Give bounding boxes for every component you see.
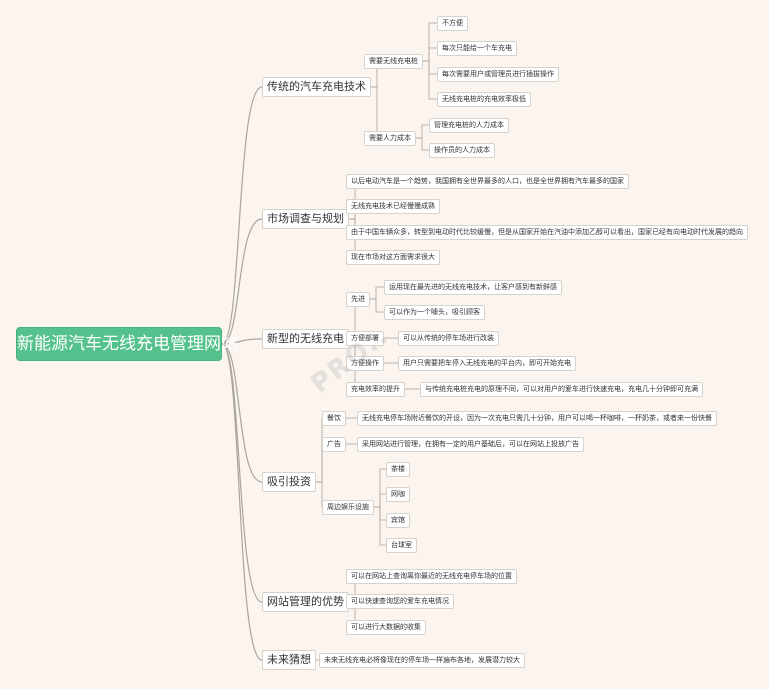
subnode-2-1[interactable]: 以后电动汽车是一个趋势，我国拥有全世界最多的人口，也是全世界拥有汽车最多的国家: [346, 173, 629, 189]
branch-node-2[interactable]: 市场调查与规划: [262, 209, 349, 229]
leaf-4-1-1[interactable]: 无线充电停车场附近餐饮的开设，因为一次充电只需几十分钟，用户可以喝一杯咖啡，一杯…: [357, 410, 717, 426]
subnode-5-1[interactable]: 可以在网站上查询离你最近的无线充电停车场的位置: [346, 568, 517, 584]
leaf-3-1-2[interactable]: 可以作为一个噱头，吸引顾客: [384, 304, 485, 320]
subnode-2-2[interactable]: 无线充电技术已经慢慢成熟: [346, 198, 440, 214]
subnode-3-2[interactable]: 方便部署: [346, 330, 384, 346]
connector-4-3-4: [374, 506, 386, 546]
connector-1-1-3: [423, 60, 437, 75]
leaf-4-3-2[interactable]: 网咖: [386, 486, 410, 502]
connector-1-1-2: [423, 47, 437, 62]
subnode-2-3[interactable]: 由于中国车辆众多，转型到电动时代比较缓慢，但是从国家开始在汽油中添加乙醇可以看出…: [346, 224, 748, 240]
connector-1-2-2: [416, 137, 429, 151]
leaf-4-3-3[interactable]: 宾馆: [386, 512, 410, 528]
leaf-1-1-1[interactable]: 不方便: [437, 15, 468, 31]
root-connector-5: [221, 343, 263, 603]
subnode-3-1[interactable]: 先进: [346, 291, 370, 307]
leaf-1-2-2[interactable]: 操作员的人力成本: [429, 142, 495, 158]
leaf-3-1-1[interactable]: 运用现在最先进的无线充电技术，让客户感到有新鲜感: [384, 279, 562, 295]
connector-4-3: [316, 481, 323, 507]
subnode-3-4[interactable]: 充电效率的提升: [346, 381, 405, 397]
root-connector-2: [221, 218, 263, 345]
root-connector-4: [221, 343, 263, 483]
subnode-4-2[interactable]: 广告: [322, 436, 346, 452]
leaf-4-3-4[interactable]: 台球室: [386, 537, 417, 553]
subnode-4-3[interactable]: 周边娱乐设施: [322, 499, 374, 515]
leaf-3-2-1[interactable]: 可以从传统的停车场进行改装: [398, 330, 499, 346]
branch-node-3[interactable]: 新型的无线充电: [262, 329, 349, 349]
leaf-3-4-1[interactable]: 与传统充电桩充电的原理不同，可以对用户的爱车进行快速充电，充电几十分钟即可充满: [420, 381, 703, 397]
root-connector-1: [221, 86, 263, 345]
root-connector-3: [221, 338, 263, 345]
connector-4-3-2: [374, 493, 386, 508]
subnode-6-1[interactable]: 未来无线充电必将像现在的停车场一样遍布各地，发展潜力较大: [319, 652, 525, 668]
connector-3-1-1: [370, 286, 384, 300]
subnode-5-3[interactable]: 可以进行大数据的收集: [346, 619, 426, 635]
branch-node-1[interactable]: 传统的汽车充电技术: [262, 77, 371, 97]
branch-node-4[interactable]: 吸引投资: [262, 472, 316, 492]
subnode-2-4[interactable]: 现在市场对这方面需求很大: [346, 249, 440, 265]
subnode-1-2[interactable]: 需要人力成本: [364, 130, 416, 146]
connector-1-1-1: [423, 22, 437, 62]
subnode-1-1[interactable]: 需要无线充电桩: [364, 53, 423, 69]
subnode-4-1[interactable]: 餐饮: [322, 410, 346, 426]
subnode-5-2[interactable]: 可以快速查询您的爱车充电情况: [346, 593, 454, 609]
leaf-3-3-1[interactable]: 用户只需要把车停入无线充电的平台内，即可开始充电: [398, 355, 576, 371]
connector-3-1-2: [370, 298, 384, 313]
connector-1-2-1: [416, 124, 429, 139]
connector-1-1-4: [423, 60, 437, 100]
leaf-1-1-3[interactable]: 每次需要用户或管理员进行插拔操作: [437, 66, 559, 82]
leaf-4-2-1[interactable]: 采用网站进行管理，在拥有一定的用户基础后，可以在网站上投放广告: [357, 436, 584, 452]
leaf-1-2-1[interactable]: 管理充电桩的人力成本: [429, 117, 509, 133]
branch-node-5[interactable]: 网站管理的优势: [262, 592, 349, 612]
subnode-3-3[interactable]: 方便操作: [346, 355, 384, 371]
root-node[interactable]: 新能源汽车无线充电管理网站: [16, 327, 238, 361]
branch-node-6[interactable]: 未来猜想: [262, 650, 316, 670]
leaf-1-1-2[interactable]: 每次只能给一个车充电: [437, 40, 517, 56]
root-connector-6: [221, 343, 263, 661]
leaf-1-1-4[interactable]: 无线充电桩的充电效率极低: [437, 91, 531, 107]
leaf-4-3-1[interactable]: 茶楼: [386, 461, 410, 477]
